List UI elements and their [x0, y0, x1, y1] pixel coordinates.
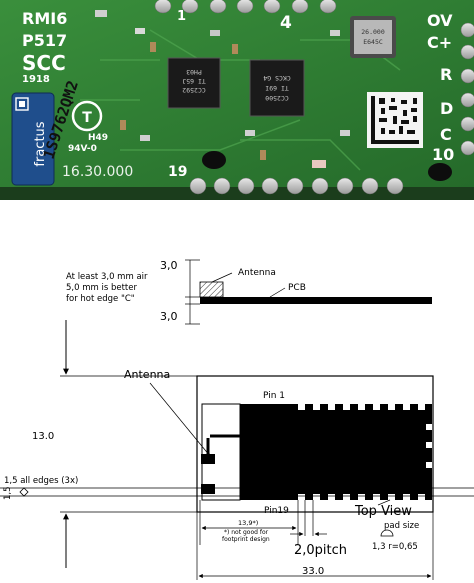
silk-ov: OV: [427, 11, 453, 30]
keepout-note-1: *) not good for: [224, 529, 269, 536]
chip-left-line1: CC2592: [182, 86, 206, 94]
edge-value: 1,5: [3, 486, 13, 500]
module-outline: [196, 375, 434, 513]
silk-cplus: C+: [427, 33, 452, 52]
pin1-label: Pin 1: [263, 391, 285, 401]
top-antenna-label: Antenna: [124, 368, 170, 381]
pad-area: [240, 404, 432, 500]
side-view: 3,0 At least 3,0 mm air 5,0 mm is better…: [66, 259, 432, 325]
silk-week: H49: [88, 133, 108, 143]
pitch-label: 2,0pitch: [294, 543, 347, 558]
silk-material: 94V-0: [68, 144, 97, 154]
top-view: Antenna 13.0 1,5 all edges (3x) 1,5 Pin …: [0, 320, 474, 580]
solder-blob: [202, 151, 226, 169]
crystal-line2: E645C: [363, 38, 383, 46]
side-antenna-label: Antenna: [238, 268, 276, 278]
air-note-2: 5,0 mm is better: [66, 283, 137, 293]
smd-components: [95, 10, 350, 168]
silk-ten: 10: [432, 145, 454, 164]
footprint-drawing: 3,0 At least 3,0 mm air 5,0 mm is better…: [0, 259, 474, 580]
module-photo: CC2592 TI 65J PH03 CC2500 TI 69I CKCS G4…: [0, 0, 474, 200]
top-edge-pads: [154, 0, 337, 14]
side-pcb: [200, 297, 432, 304]
chip-left-line2: TI 65J: [182, 77, 206, 85]
chip-left-line3: PH03: [186, 68, 202, 76]
silk-pin-1: 1: [177, 9, 186, 24]
crystal-line1: 26.000: [361, 28, 385, 36]
silk-pin-4: 4: [280, 13, 292, 33]
height-dim: 13.0: [32, 431, 54, 442]
silk-r: R: [440, 65, 452, 84]
transceiver-chip: [249, 59, 305, 117]
silk-pin-19: 19: [168, 164, 187, 180]
keepout-value: 13,9*): [238, 519, 258, 527]
datamatrix-label: [367, 92, 423, 148]
right-edge-pads: [460, 22, 474, 156]
side-antenna-block: [199, 281, 224, 298]
rf-frontend-chip: [167, 57, 221, 109]
keepout-note-2: footprint design: [222, 536, 270, 543]
edge-label: 1,5 all edges (3x): [4, 476, 78, 486]
antenna-pad-2: [201, 484, 215, 494]
chip-right-line2: TI 69I: [265, 84, 289, 92]
silk-c: C: [440, 125, 452, 144]
silk-model: RMI6: [22, 9, 67, 28]
silk-d: D: [440, 99, 453, 118]
silk-part: P517: [22, 31, 67, 50]
fractus-antenna-chip: fractus: [11, 92, 55, 186]
antenna-pad-1: [201, 454, 215, 464]
air-note-1: At least 3,0 mm air: [66, 272, 148, 282]
antenna-area: [201, 403, 241, 501]
antenna-brand-text: fractus: [33, 121, 48, 166]
silk-code: 1918: [22, 74, 50, 85]
side-pcb-label: PCB: [288, 283, 306, 293]
top-view-label: Top View: [354, 504, 412, 519]
side-bottom-clearance: 3,0: [160, 310, 178, 323]
silk-brand: SCC: [22, 51, 66, 75]
chip-right-line3: CKCS G4: [263, 74, 290, 82]
pin19-label: Pin19: [264, 506, 289, 516]
bottom-edge-pads: [189, 177, 404, 195]
air-note-3: for hot edge "C": [66, 294, 135, 304]
pad-size-label: pad size: [384, 521, 419, 531]
silk-batch: 16.30.000: [62, 164, 133, 180]
mounting-mark: [71, 100, 103, 132]
chip-right-line1: CC2500: [265, 94, 289, 102]
side-top-clearance: 3,0: [160, 259, 178, 272]
pad-size-value: 1,3 r=0,65: [372, 542, 418, 552]
width-dim: 33.0: [302, 566, 324, 577]
svg-text:T: T: [82, 110, 92, 126]
